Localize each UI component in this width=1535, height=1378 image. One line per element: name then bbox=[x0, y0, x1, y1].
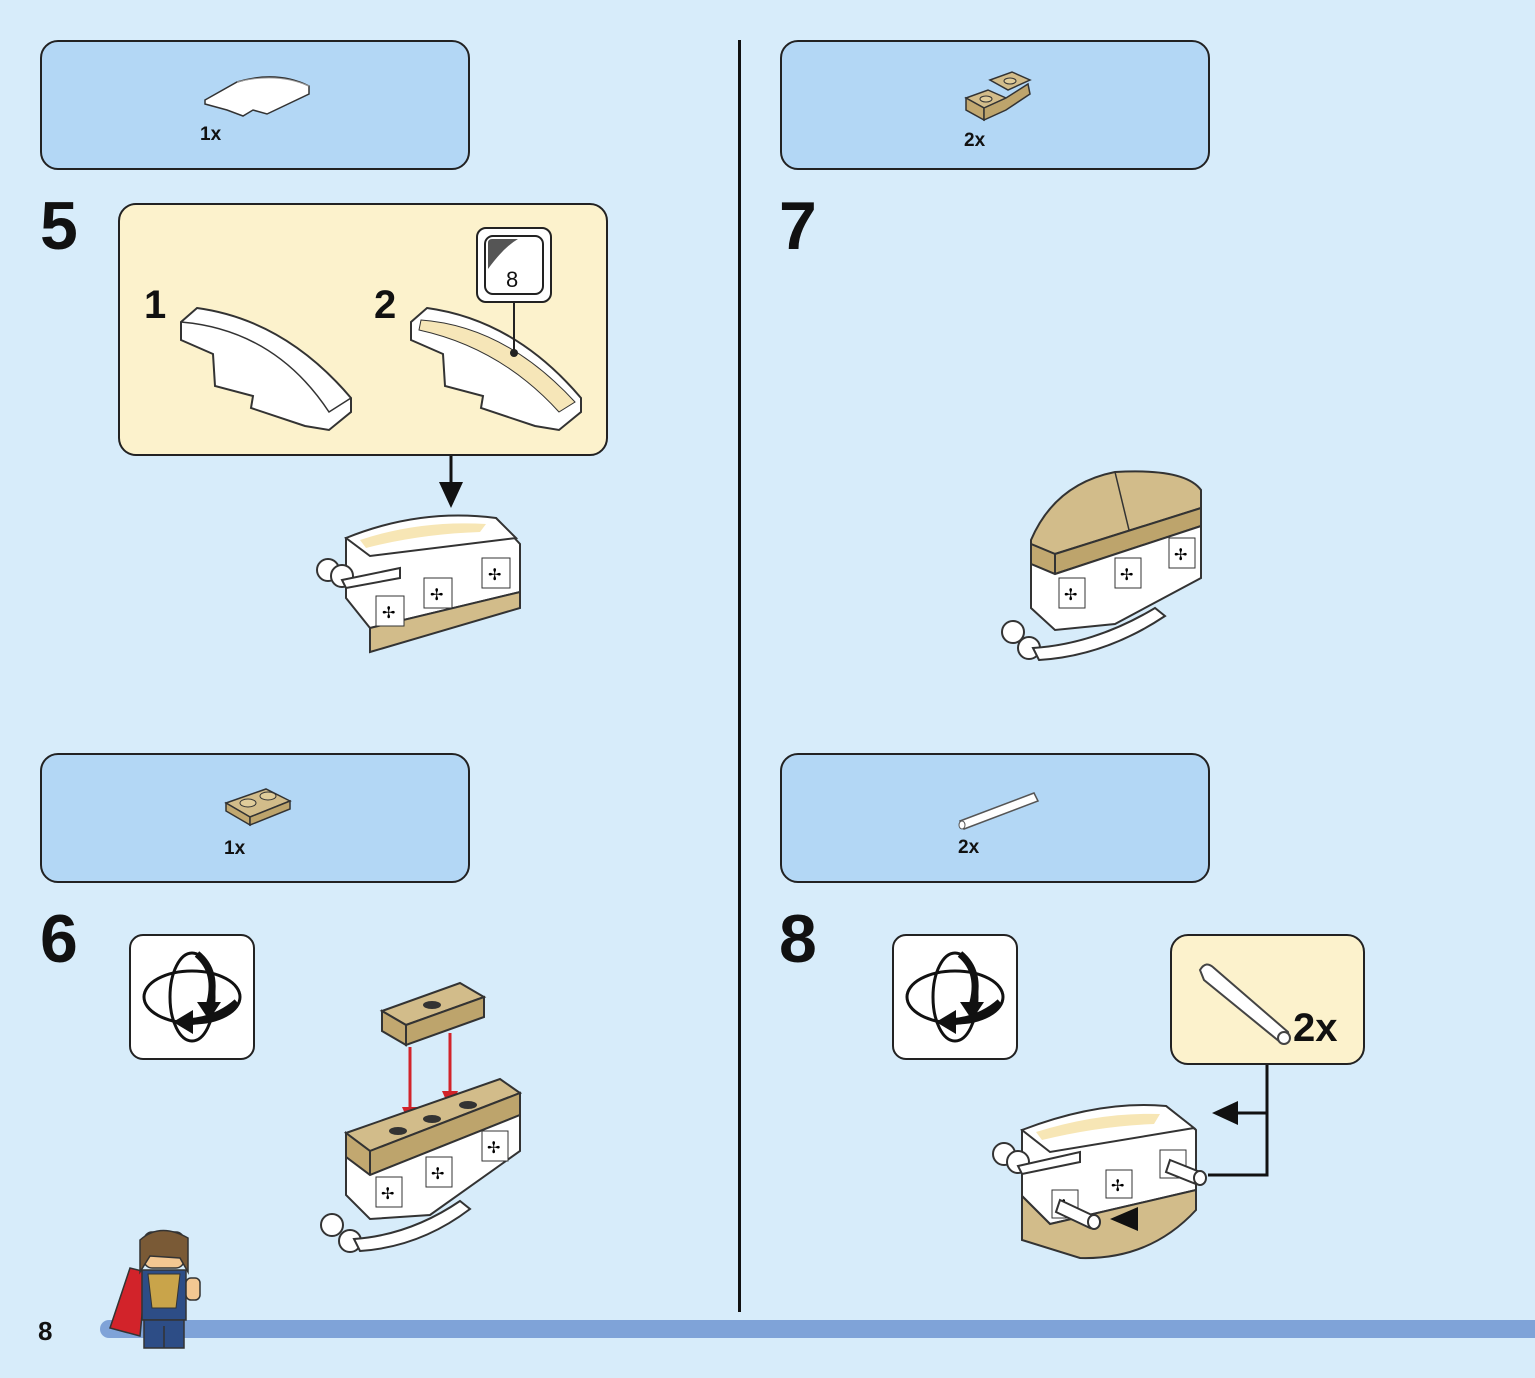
step-6-model: ✢ ✢ ✢ bbox=[320, 981, 523, 1253]
callout-leader-arrows bbox=[1208, 1065, 1269, 1177]
white-bar-part bbox=[958, 792, 1040, 830]
tan-inverted-slope-part bbox=[964, 71, 1032, 122]
svg-text:✢: ✢ bbox=[488, 567, 501, 584]
rotate-icon bbox=[905, 951, 1005, 1043]
rotate-model-callout bbox=[892, 934, 1018, 1060]
rotate-icon bbox=[142, 951, 242, 1043]
svg-text:✢: ✢ bbox=[1174, 547, 1187, 564]
sticker-callout: 8 bbox=[476, 227, 552, 303]
parts-box-step-8: 2x bbox=[780, 753, 1210, 883]
parts-box-step-6: 1x bbox=[40, 753, 470, 883]
svg-text:✢: ✢ bbox=[382, 605, 395, 622]
white-bar-part bbox=[1198, 963, 1291, 1045]
parts-qty: 1x bbox=[200, 124, 222, 145]
footer-bar bbox=[100, 1320, 1535, 1338]
step-7-model: ✢ ✢ ✢ bbox=[1001, 470, 1202, 662]
substep-box-step-5: 1 2 8 bbox=[118, 203, 608, 456]
step-8-model: ✢ ✢ bbox=[992, 1104, 1207, 1260]
svg-text:✢: ✢ bbox=[1120, 567, 1133, 584]
curved-slope-plain-part bbox=[180, 306, 352, 432]
svg-text:✢: ✢ bbox=[430, 587, 443, 604]
sticker-icon bbox=[484, 235, 544, 295]
insert-arrow bbox=[1110, 1207, 1138, 1231]
sticker-number: 8 bbox=[506, 267, 519, 292]
rotate-model-callout bbox=[129, 934, 255, 1060]
column-divider bbox=[738, 40, 741, 1312]
svg-text:✢: ✢ bbox=[1111, 1178, 1124, 1195]
substep-number: 1 bbox=[144, 283, 167, 327]
curved-slope-stickered-part bbox=[410, 306, 582, 432]
parts-qty: 1x bbox=[224, 838, 246, 859]
bar-callout-box: 2x bbox=[1170, 934, 1365, 1065]
down-arrow bbox=[439, 456, 463, 508]
svg-text:✢: ✢ bbox=[487, 1140, 500, 1157]
step-number: 7 bbox=[779, 188, 817, 264]
curved-slope-white-part bbox=[204, 76, 310, 117]
page-number: 8 bbox=[38, 1316, 53, 1346]
step-5-model: ✢ ✢ ✢ bbox=[316, 514, 521, 654]
svg-text:✢: ✢ bbox=[381, 1186, 394, 1203]
svg-text:✢: ✢ bbox=[1064, 587, 1077, 604]
parts-box-step-7: 2x bbox=[780, 40, 1210, 170]
callout-qty: 2x bbox=[1293, 1006, 1338, 1050]
step-number: 5 bbox=[40, 188, 78, 264]
step-number: 6 bbox=[40, 901, 78, 977]
parts-qty: 2x bbox=[958, 837, 980, 858]
svg-text:✢: ✢ bbox=[431, 1166, 444, 1183]
tan-plate-1x2-part bbox=[224, 788, 292, 827]
substep-number: 2 bbox=[374, 283, 397, 327]
sticker-leader-line bbox=[510, 303, 518, 357]
minifigure-illustration bbox=[109, 1229, 201, 1349]
parts-box-step-5: 1x bbox=[40, 40, 470, 170]
step-number: 8 bbox=[779, 901, 817, 977]
parts-qty: 2x bbox=[964, 130, 986, 151]
